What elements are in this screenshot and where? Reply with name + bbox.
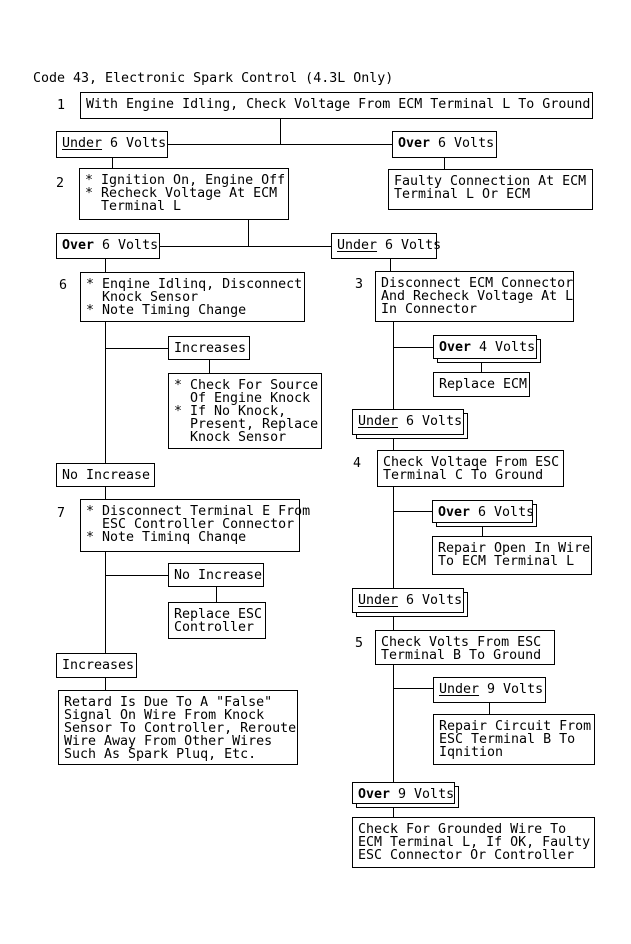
connector-line [393,665,394,782]
no-increase-b: No Increase [168,563,264,587]
under-6-volts-c-emphasis: Under [358,414,399,429]
faulty-connection-box: Faulty Connection At ECM Terminal L Or E… [388,169,593,210]
step7-box: * Disconnect Terminal E From ESC Control… [80,499,310,552]
connector-line [393,347,433,348]
step-number-6: 6 [59,278,68,293]
under-9-volts-emphasis: Under [439,682,480,697]
connector-line [216,587,217,602]
connector-line [160,246,331,247]
connector-line [105,348,168,349]
increases-b: Increases [56,653,137,678]
retard-false-signal-box: Retard Is Due To A "False" Signal On Wir… [58,690,298,765]
under-6-volts-d-emphasis: Under [358,593,399,608]
connector-line [105,259,106,272]
over-6-volts-a-emphasis: Over [398,136,431,151]
step2-box: * Ignition On, Engine Off * Recheck Volt… [79,168,289,220]
step5-box: Check Volts From ESC Terminal B To Groun… [375,630,555,665]
over-6-volts-b: Over 6 Volts [56,233,160,259]
repair-circuit-box: Repair Circuit From ESC Terminal B To Iq… [433,714,595,765]
connector-line [489,703,490,714]
under-6-volts-a: Under 6 Volts [56,131,168,158]
connector-line [280,119,281,145]
step-number-5: 5 [355,636,364,651]
over-6-volts-a: Over 6 Volts [392,131,497,158]
connector-line [105,552,106,653]
over-4-volts: Over 4 Volts [433,335,537,359]
connector-line [393,511,432,512]
under-9-volts: Under 9 Volts [433,677,546,703]
repair-open-wire-box: Repair Open In Wire To ECM Terminal L [432,536,592,575]
increases-a: Increases [168,336,250,360]
connector-line [168,144,392,145]
knock-source-box: * Check For Source Of Engine Knock * If … [168,373,322,449]
page-title: Code 43, Electronic Spark Control (4.3L … [33,71,394,86]
step-number-2: 2 [56,176,65,191]
connector-line [209,360,210,373]
no-increase-a: No Increase [56,463,155,487]
step4-box: Check Voltaqe From ESC Terminal C To Gro… [377,450,564,487]
replace-esc-box: Replace ESC Controller [168,602,266,639]
under-6-volts-b-emphasis: Under [337,238,378,253]
connector-line [105,575,168,576]
step3-box: Disconnect ECM Connector And Recheck Vol… [375,271,574,322]
connector-line [393,804,394,817]
over-9-volts: Over 9 Volts [352,782,455,804]
under-6-volts-b: Under 6 Volts [331,233,441,259]
over-6-volts-c-emphasis: Over [438,505,471,520]
connector-line [112,158,113,168]
connector-line [105,678,106,690]
step-number-7: 7 [57,506,66,521]
connector-line [482,523,483,536]
connector-line [248,220,249,247]
step6-box: * Enqine Idlinq, Disconnect Knock Sensor… [80,272,305,322]
over-6-volts-c: Over 6 Volts [432,500,534,523]
under-6-volts-c: Under 6 Volts [352,409,464,435]
connector-line [393,487,394,588]
replace-ecm-box: Replace ECM [433,372,530,397]
under-6-volts-d: Under 6 Volts [352,588,464,613]
step-number-1: 1 [57,98,66,113]
connector-line [393,322,394,409]
step1-box: With Engine Idling, Check Voltage From E… [80,92,593,119]
connector-line [393,688,433,689]
grounded-wire-box: Check For Grounded Wire To ECM Terminal … [352,817,595,868]
connector-line [105,487,106,499]
over-6-volts-b-emphasis: Over [62,238,95,253]
connector-line [393,613,394,630]
step-number-3: 3 [355,277,364,292]
connector-line [393,435,394,450]
step-number-4: 4 [353,456,362,471]
connector-line [481,359,482,372]
over-4-volts-emphasis: Over [439,340,472,355]
connector-line [105,322,106,463]
connector-line [390,259,391,271]
connector-line [444,158,445,169]
under-6-volts-a-emphasis: Under [62,136,103,151]
over-9-volts-emphasis: Over [358,787,391,802]
